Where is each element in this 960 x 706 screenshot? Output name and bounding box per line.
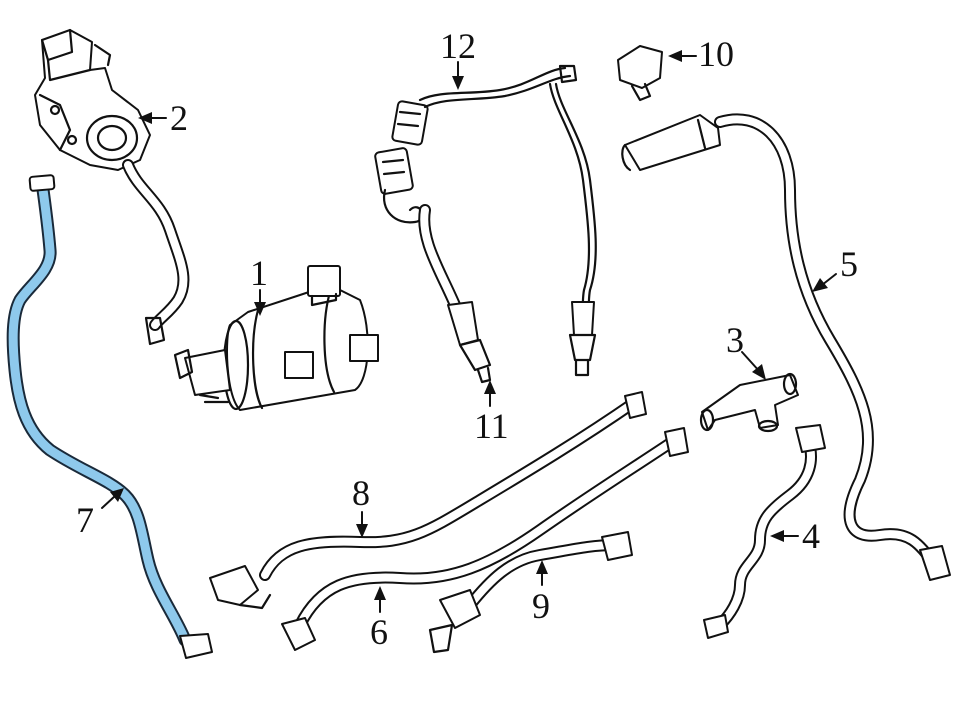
callout-8[interactable]: 8: [352, 473, 370, 513]
part-2-purge-valve[interactable]: [34, 28, 151, 171]
callout-1[interactable]: 1: [250, 253, 268, 293]
callout-11[interactable]: 11: [474, 406, 509, 446]
part-11-oxygen-sensor-front[interactable]: [374, 147, 492, 384]
part-5-purge-line[interactable]: [621, 113, 951, 581]
callout-12[interactable]: 12: [440, 26, 476, 66]
part-10-pressure-sensor[interactable]: [617, 45, 663, 102]
callout-3[interactable]: 3: [726, 320, 744, 360]
part-4-hose[interactable]: [703, 424, 826, 639]
part-8-fuel-line[interactable]: [209, 391, 647, 610]
part-3-tee-connector[interactable]: [699, 372, 799, 433]
callout-leaders: [101, 50, 837, 613]
callout-4[interactable]: 4: [802, 516, 820, 556]
callout-9[interactable]: 9: [532, 586, 550, 626]
callout-7[interactable]: 7: [76, 500, 94, 540]
callout-labels: 1 2 3 4 5 6 7 8 9 10 11 12: [76, 26, 858, 652]
part-7-vent-hose[interactable]: [6, 174, 213, 659]
part-1-canister[interactable]: [173, 265, 379, 411]
part-9-hose[interactable]: [428, 531, 633, 654]
callout-2[interactable]: 2: [170, 98, 188, 138]
callout-6[interactable]: 6: [370, 612, 388, 652]
part-2-hose: [122, 159, 190, 346]
part-12-oxygen-sensor-rear[interactable]: [391, 64, 597, 377]
part-6-fuel-line[interactable]: [281, 427, 689, 651]
callout-10[interactable]: 10: [698, 34, 734, 74]
callout-5[interactable]: 5: [840, 244, 858, 284]
